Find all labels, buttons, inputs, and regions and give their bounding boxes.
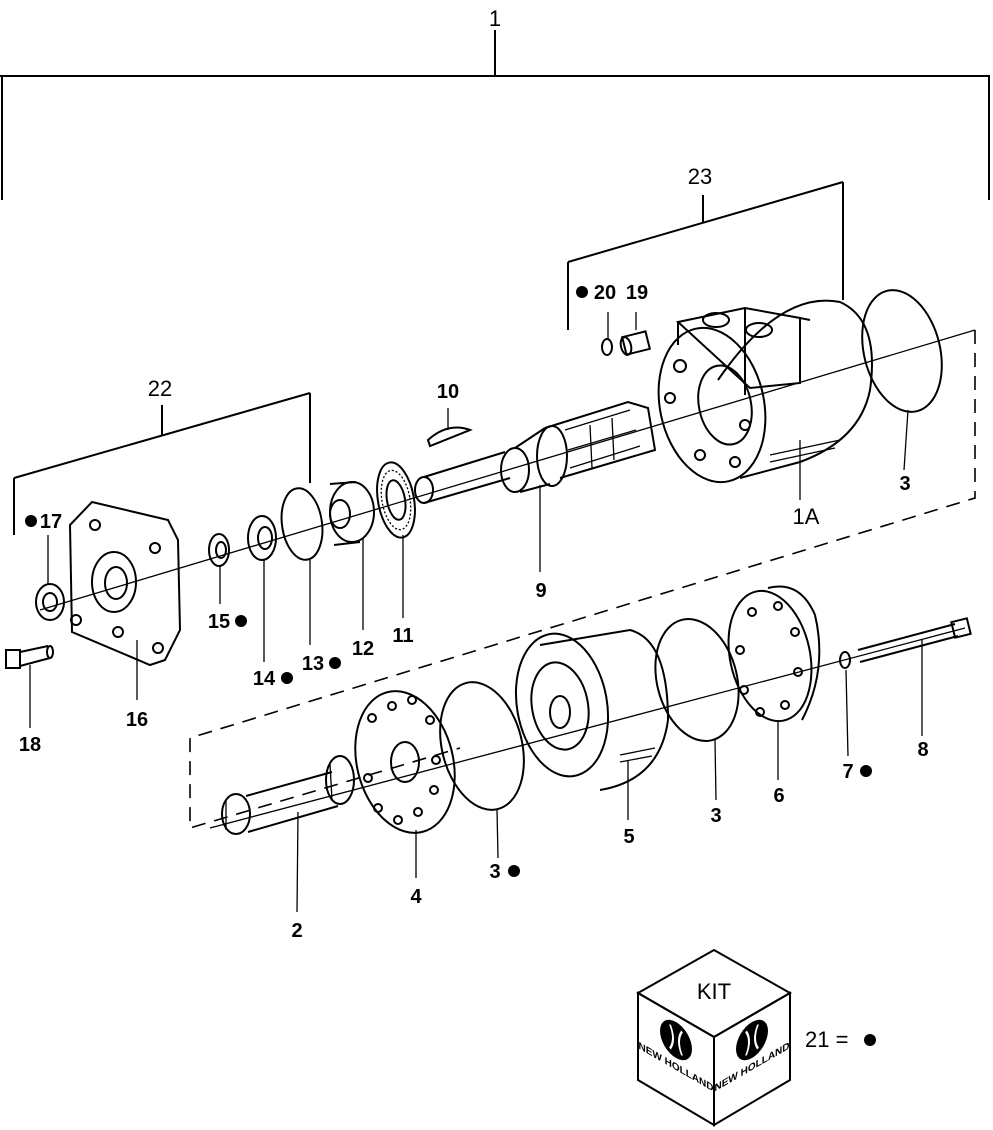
washer-14 [247, 515, 277, 561]
label-7: 7 [842, 761, 853, 783]
label-2: 2 [291, 920, 302, 942]
key-10 [426, 426, 473, 448]
label-12: 12 [352, 638, 374, 660]
label-13: 13 [302, 653, 324, 675]
part-labels: 1 23 20 19 10 22 3 1A 17 9 15 11 12 13 1… [19, 6, 929, 942]
label-9: 9 [535, 580, 546, 602]
oring-20 [601, 338, 613, 356]
seal-3-lower-right [654, 618, 740, 742]
label-22: 22 [148, 376, 172, 401]
washer-7 [839, 651, 851, 669]
label-23: 23 [688, 164, 712, 189]
kit-marker-3 [508, 865, 520, 877]
oring-13 [280, 487, 324, 561]
kit-legend: 21 = [805, 1027, 848, 1052]
kit-marker-17 [25, 515, 37, 527]
bolt-8 [857, 617, 972, 663]
label-17: 17 [40, 511, 62, 533]
label-18: 18 [19, 734, 41, 756]
bracket-22 [13, 392, 311, 535]
kit-marker-20 [576, 286, 588, 298]
label-1A: 1A [793, 504, 820, 529]
upper-axis [39, 329, 976, 611]
label-15: 15 [208, 611, 230, 633]
label-3-upper: 3 [899, 473, 910, 495]
bolt-18 [5, 645, 54, 669]
housing-1A [657, 299, 873, 484]
oring-17 [35, 583, 65, 621]
label-3-lower-left: 3 [489, 861, 500, 883]
label-6: 6 [773, 785, 784, 807]
kit-marker-14 [281, 672, 293, 684]
bracket-1 [0, 30, 990, 200]
seal-3-lower-left [439, 681, 525, 811]
spacer-12 [329, 481, 375, 546]
label-8: 8 [917, 739, 928, 761]
shaft-9 [414, 400, 657, 504]
kit-legend-dot [864, 1034, 876, 1046]
label-16: 16 [126, 709, 148, 731]
label-5: 5 [623, 826, 634, 848]
label-14: 14 [253, 668, 276, 690]
plate-4 [354, 690, 456, 834]
plug-19 [619, 330, 652, 356]
kit-cube: KIT NEW HOLLAND NEW HOLLAND [635, 948, 793, 1127]
kit-marker-7 [860, 765, 872, 777]
drive-shaft-2 [221, 755, 355, 835]
label-10: 10 [437, 381, 459, 403]
flange-16 [68, 500, 182, 667]
label-1: 1 [489, 6, 501, 31]
label-11: 11 [392, 625, 413, 647]
seal-15 [208, 533, 230, 567]
end-cap-6 [727, 585, 821, 723]
gerotor-5 [514, 628, 670, 791]
kit-marker-15 [235, 615, 247, 627]
bracket-23 [567, 181, 844, 330]
bearing-11 [376, 461, 416, 539]
label-19: 19 [626, 282, 648, 304]
leader-lines [29, 312, 923, 913]
label-3-lower-right: 3 [710, 805, 721, 827]
label-4: 4 [410, 886, 422, 908]
assembly-guide-dashed [189, 330, 976, 830]
kit-title: KIT [697, 979, 731, 1004]
seal-3-upper [861, 289, 943, 413]
kit-marker-13 [329, 657, 341, 669]
label-20: 20 [594, 282, 616, 304]
